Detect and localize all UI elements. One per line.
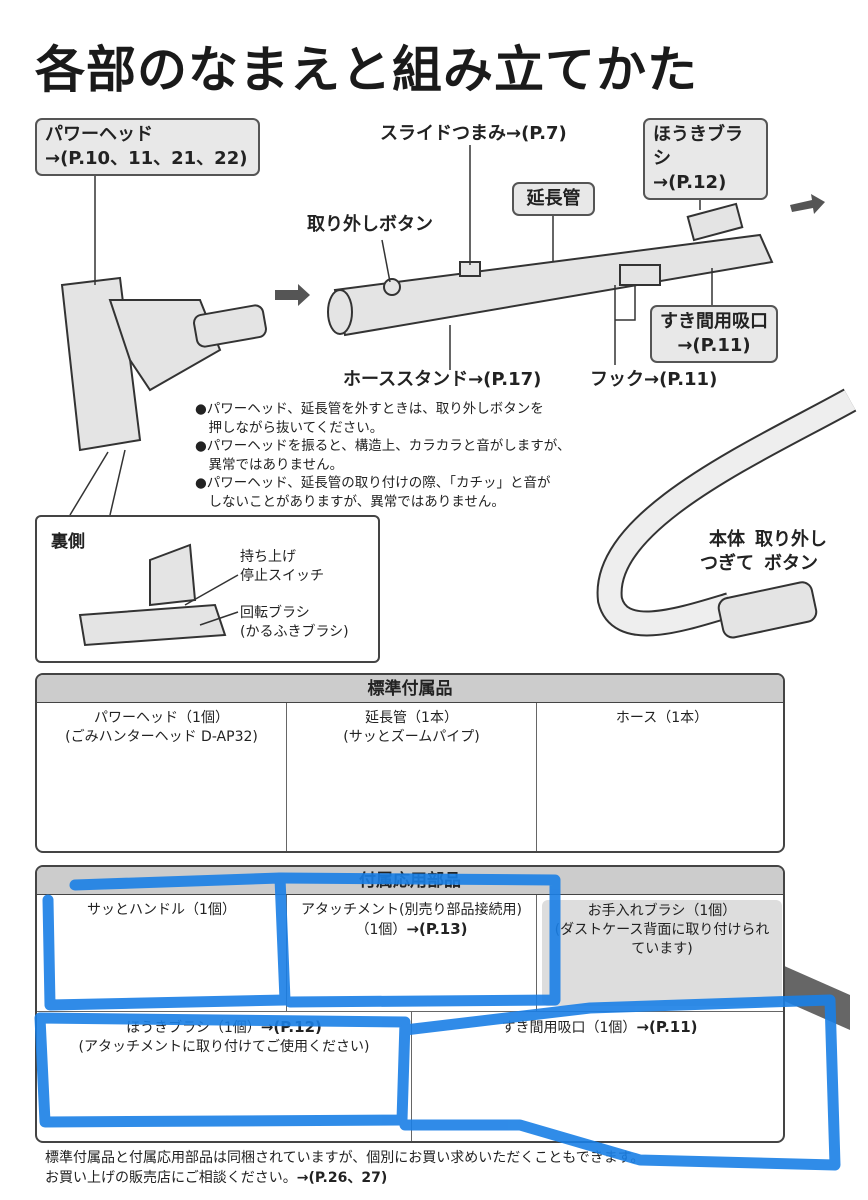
body-joint-label: 本体つぎて [700,529,754,574]
slide-knob-label: スライドつまみ→(P.7) [380,123,567,144]
underside-title: 裏側 [51,532,85,552]
crevice-nozzle-name: すき間用吸口 [660,311,768,332]
hose-stand-label: ホーススタンド→(P.17) [343,369,542,390]
standard-item: パワーヘッド（1個）(ごみハンターヘッド D-AP32) [37,703,287,851]
arrow-icon [275,284,310,306]
optional-item: アタッチメント(別売り部品接続用)（1個）→(P.13) [287,895,537,1012]
optional-parts-panel: 付属応用部品 サッとハンドル（1個） アタッチメント(別売り部品接続用)（1個）… [35,865,785,1143]
lift-stop-switch-label: 持ち上げ停止スイッチ [240,549,324,584]
crevice-nozzle-ref[interactable]: →(P.11) [677,335,751,356]
rotary-brush-label: 回転ブラシ(かるふきブラシ) [240,605,349,640]
note-line: しないことがありますが、異常ではありません。 [195,493,505,510]
optional-item: ほうきブラシ（1個）→(P.12)(アタッチメントに取り付けてご使用ください) [37,1012,412,1141]
release-button-label: 取り外しボタン [307,214,433,235]
standard-accessories-header: 標準付属品 [37,675,783,703]
standard-item: 延長管（1本）(サッとズームパイプ) [287,703,537,851]
optional-item: お手入れブラシ（1個）(ダストケース背面に取り付けられています) [537,895,783,1012]
optional-item: すき間用吸口（1個）→(P.11) [501,1018,698,1036]
crevice-nozzle-label: すき間用吸口 →(P.11) [650,305,778,363]
power-head-label: パワーヘッド →(P.10、11、21、22) [35,118,260,176]
notes: ●パワーヘッド、延長管を外すときは、取り外しボタンを 押しながら抜いてください。… [195,400,570,511]
note-line: ●パワーヘッド、延長管の取り付けの際、「カチッ」と音が [195,475,551,491]
underside-box: 裏側 [35,515,380,663]
broom-brush-label: ほうきブラシ →(P.12) [643,118,768,200]
standard-item: ホース（1本） [537,703,783,851]
arrow-icon [790,194,825,214]
page-title: 各部のなまえと組み立てかた [35,41,698,99]
underside-illustration [78,603,227,647]
note-line: 押しながら抜いてください。 [195,419,384,436]
broom-brush-name: ほうきブラシ [653,124,743,169]
note-line: ●パワーヘッドを振ると、構造上、カラカラと音がしますが、 [195,438,571,454]
hook-label: フック→(P.11) [590,369,718,390]
broom-brush-ref[interactable]: →(P.12) [653,172,727,193]
footer-ref[interactable]: →(P.26、27) [296,1170,388,1186]
standard-accessories-panel: 標準付属品 パワーヘッド（1個）(ごみハンターヘッド D-AP32) 延長管（1… [35,673,785,853]
optional-item: サッとハンドル（1個） [37,895,287,1012]
power-head-ref[interactable]: →(P.10、11、21、22) [45,148,248,169]
hose-release-button-label: 取り外しボタン [755,529,827,574]
note-line: ●パワーヘッド、延長管を外すときは、取り外しボタンを [195,401,544,417]
note-line: 異常ではありません。 [195,456,344,473]
footer-note: 標準付属品と付属応用部品は同梱されていますが、個別にお買い求めいただくこともでき… [45,1150,645,1186]
power-head-name: パワーヘッド [45,124,153,145]
optional-parts-header: 付属応用部品 [37,867,783,895]
extension-pipe-label: 延長管 [512,182,595,216]
